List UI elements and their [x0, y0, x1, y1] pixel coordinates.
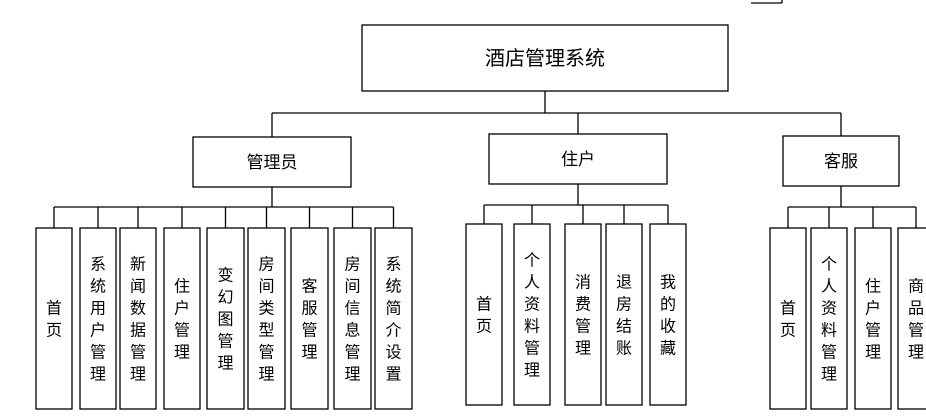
leaf-label: 首页: [780, 299, 796, 340]
root-label: 酒店管理系统: [485, 46, 605, 70]
leaf-node: 首页: [35, 227, 73, 410]
group-node: 管理员: [192, 136, 352, 188]
leaf-label: 新闻数据管理: [130, 255, 146, 384]
leaf-node: 系统用户管理: [79, 227, 117, 410]
root-node: 酒店管理系统: [361, 24, 729, 92]
leaf-node: 个人资料管理: [810, 227, 848, 410]
leaf-label: 变幻图管理: [217, 266, 233, 373]
leaf-node: 住户管理: [854, 227, 892, 410]
group-node: 客服: [782, 135, 900, 187]
leaf-label: 住户管理: [174, 277, 190, 362]
leaf-node: 房间信息管理: [333, 227, 372, 410]
leaf-node: 变幻图管理: [206, 227, 245, 410]
leaf-label: 我的收藏: [660, 273, 676, 358]
leaf-label: 退房结账: [616, 273, 632, 358]
leaf-label: 系统简介设置: [385, 255, 401, 384]
leaf-label: 首页: [46, 299, 62, 340]
leaf-node: 首页: [465, 223, 503, 406]
leaf-label: 消费管理: [575, 273, 591, 358]
leaf-label: 系统用户管理: [90, 255, 106, 384]
leaf-node: 住户管理: [163, 227, 201, 410]
leaf-node: 系统简介设置: [374, 227, 413, 410]
group-label: 管理员: [247, 153, 298, 173]
leaf-node: 首页: [769, 227, 807, 410]
leaf-label: 个人资料管理: [524, 251, 540, 380]
leaf-label: 商品管理: [908, 277, 924, 362]
leaf-node: 我的收藏: [649, 223, 687, 406]
leaf-node: 退房结账: [605, 223, 643, 406]
leaf-node: 客服管理: [290, 227, 329, 410]
leaf-label: 客服管理: [301, 277, 317, 362]
leaf-node: 个人资料管理: [513, 223, 551, 406]
leaf-label: 房间信息管理: [344, 255, 360, 384]
leaf-label: 首页: [476, 295, 492, 336]
leaf-label: 个人资料管理: [821, 255, 837, 384]
leaf-node: 消费管理: [564, 223, 602, 406]
group-label: 住户: [561, 150, 595, 170]
group-label: 客服: [824, 152, 858, 172]
leaf-node: 商品管理: [897, 227, 926, 410]
leaf-node: 新闻数据管理: [119, 227, 157, 410]
group-node: 住户: [488, 133, 668, 185]
connector-lines: [53, 91, 917, 228]
leaf-label: 房间类型管理: [258, 255, 274, 384]
leaf-label: 住户管理: [865, 277, 881, 362]
leaf-node: 房间类型管理: [247, 227, 286, 410]
